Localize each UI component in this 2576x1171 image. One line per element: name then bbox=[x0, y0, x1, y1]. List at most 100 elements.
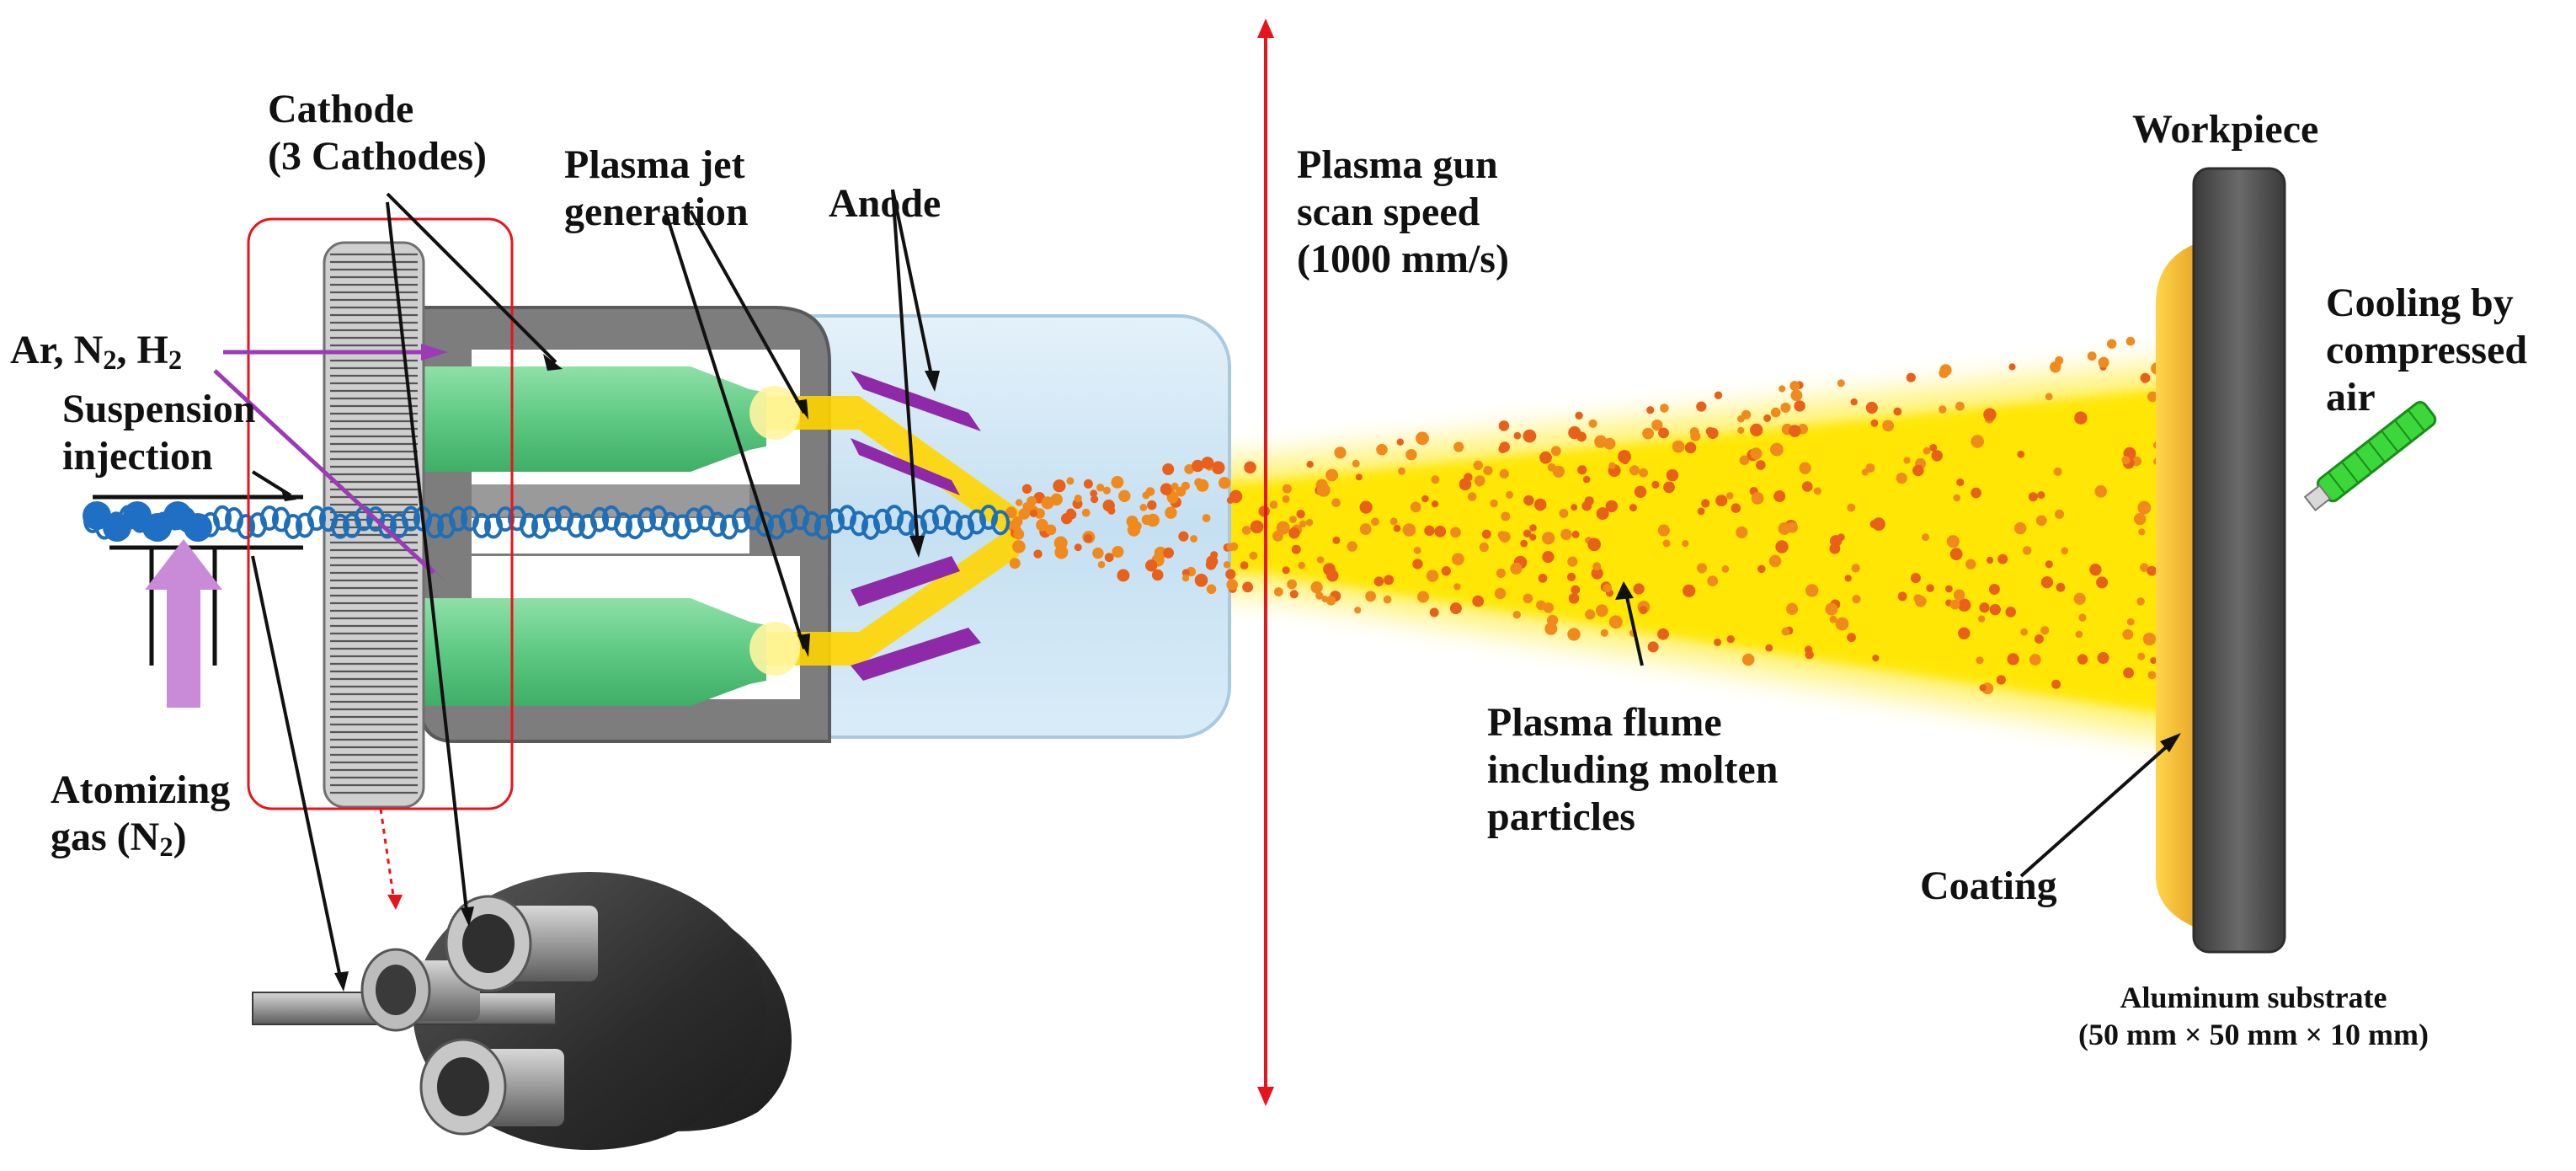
molten-particle bbox=[1768, 554, 1782, 568]
molten-particle bbox=[1926, 584, 1934, 592]
molten-particle bbox=[1074, 543, 1082, 552]
molten-particle bbox=[1682, 540, 1689, 548]
molten-particle bbox=[1009, 558, 1021, 569]
molten-particle bbox=[1282, 566, 1290, 575]
molten-particle bbox=[1192, 459, 1204, 473]
cathode-rods bbox=[421, 366, 766, 706]
molten-particle bbox=[1365, 591, 1376, 602]
molten-particle bbox=[1787, 521, 1798, 533]
molten-particle bbox=[2023, 546, 2032, 555]
molten-particle bbox=[1226, 579, 1238, 591]
molten-particle bbox=[1736, 526, 1748, 539]
molten-particle bbox=[1603, 583, 1612, 593]
gas-inlet-label: Ar, N2, H2 bbox=[10, 327, 182, 374]
molten-particle bbox=[1789, 425, 1801, 437]
coating-label: Coating bbox=[1920, 864, 2057, 908]
molten-particle bbox=[2037, 491, 2045, 500]
molten-particle bbox=[2147, 391, 2158, 403]
molten-particle bbox=[1608, 462, 1616, 469]
molten-particle bbox=[1634, 485, 1647, 498]
molten-particle bbox=[1750, 423, 1763, 436]
molten-particle bbox=[1412, 559, 1423, 569]
atomizing-gas-label: Atomizing gas (N2) bbox=[51, 767, 230, 861]
molten-particle bbox=[1154, 546, 1167, 559]
molten-particle bbox=[2045, 560, 2053, 569]
molten-particle bbox=[1689, 427, 1699, 437]
leader-arrowheads bbox=[280, 354, 2181, 992]
molten-particle bbox=[1789, 381, 1800, 391]
molten-particle bbox=[1779, 385, 1786, 393]
molten-particle bbox=[1091, 495, 1099, 504]
molten-particle bbox=[1229, 489, 1243, 503]
molten-particle bbox=[2045, 393, 2053, 401]
molten-particle bbox=[1383, 595, 1392, 604]
molten-particle bbox=[1012, 516, 1023, 527]
molten-particle bbox=[2140, 563, 2149, 572]
molten-particle bbox=[1165, 506, 1177, 519]
molten-particle bbox=[1496, 568, 1506, 579]
molten-particle bbox=[2140, 372, 2151, 383]
molten-particle bbox=[1501, 511, 1511, 521]
molten-particle bbox=[1560, 528, 1572, 541]
molten-particle bbox=[1872, 517, 1885, 531]
molten-particle bbox=[1299, 520, 1307, 528]
molten-particle bbox=[1865, 463, 1875, 473]
molten-particle bbox=[1012, 540, 1026, 553]
gas-label-sub1: 2 bbox=[103, 345, 117, 377]
molten-particle bbox=[1646, 406, 1655, 414]
molten-particle bbox=[1587, 537, 1601, 552]
molten-particle bbox=[1829, 615, 1837, 623]
molten-particle bbox=[1805, 584, 1819, 597]
molten-particle bbox=[1851, 564, 1860, 573]
molten-particle bbox=[1359, 523, 1372, 535]
spiral-coil bbox=[991, 510, 1010, 536]
molten-particle bbox=[1431, 475, 1440, 484]
spiral-coil bbox=[449, 505, 467, 532]
molten-particle bbox=[1410, 501, 1421, 513]
molten-particle bbox=[1906, 372, 1916, 382]
molten-particle bbox=[2096, 576, 2109, 589]
molten-particle bbox=[1147, 500, 1157, 511]
spiral-coil bbox=[637, 507, 656, 533]
molten-particle bbox=[1453, 441, 1464, 452]
molten-particle bbox=[1737, 414, 1745, 423]
molten-particle bbox=[1296, 510, 1305, 519]
molten-particle bbox=[1176, 486, 1187, 497]
molten-particle bbox=[1325, 596, 1336, 606]
suspension-injector bbox=[93, 495, 303, 708]
molten-particle bbox=[1163, 547, 1174, 559]
molten-particle bbox=[1160, 483, 1173, 495]
molten-particle bbox=[1450, 527, 1461, 538]
molten-particle bbox=[1577, 465, 1587, 475]
molten-particle bbox=[1696, 401, 1707, 412]
molten-particle bbox=[1775, 540, 1789, 553]
molten-particle bbox=[1953, 589, 1965, 601]
molten-particle bbox=[1850, 398, 1858, 406]
molten-particle bbox=[1595, 604, 1608, 618]
molten-particle bbox=[2056, 582, 2066, 592]
molten-particles bbox=[1005, 334, 2193, 715]
molten-particle bbox=[1763, 414, 1772, 422]
molten-particle bbox=[1715, 495, 1728, 507]
molten-particle bbox=[1018, 508, 1031, 520]
molten-particle bbox=[1373, 576, 1384, 586]
cooling-nozzle bbox=[2303, 401, 2437, 512]
molten-particle bbox=[1592, 562, 1602, 571]
atomizing-label-close: ) bbox=[173, 815, 187, 859]
molten-particle bbox=[2034, 634, 2044, 644]
molten-particle bbox=[1494, 587, 1507, 600]
molten-particle bbox=[1331, 498, 1341, 507]
molten-particle bbox=[1529, 533, 1537, 541]
molten-particle bbox=[1872, 655, 1880, 662]
workpiece bbox=[2156, 167, 2286, 954]
cooling-line2: compressed bbox=[2326, 328, 2528, 372]
molten-particle bbox=[1571, 530, 1580, 538]
molten-particle bbox=[1989, 603, 2001, 616]
molten-particle bbox=[1298, 561, 1306, 569]
molten-particle bbox=[1542, 551, 1555, 564]
molten-particle bbox=[1326, 569, 1339, 582]
molten-particle bbox=[1310, 581, 1323, 594]
molten-particle bbox=[1033, 549, 1043, 559]
molten-particle bbox=[1282, 484, 1292, 494]
molten-particle bbox=[1355, 473, 1363, 481]
